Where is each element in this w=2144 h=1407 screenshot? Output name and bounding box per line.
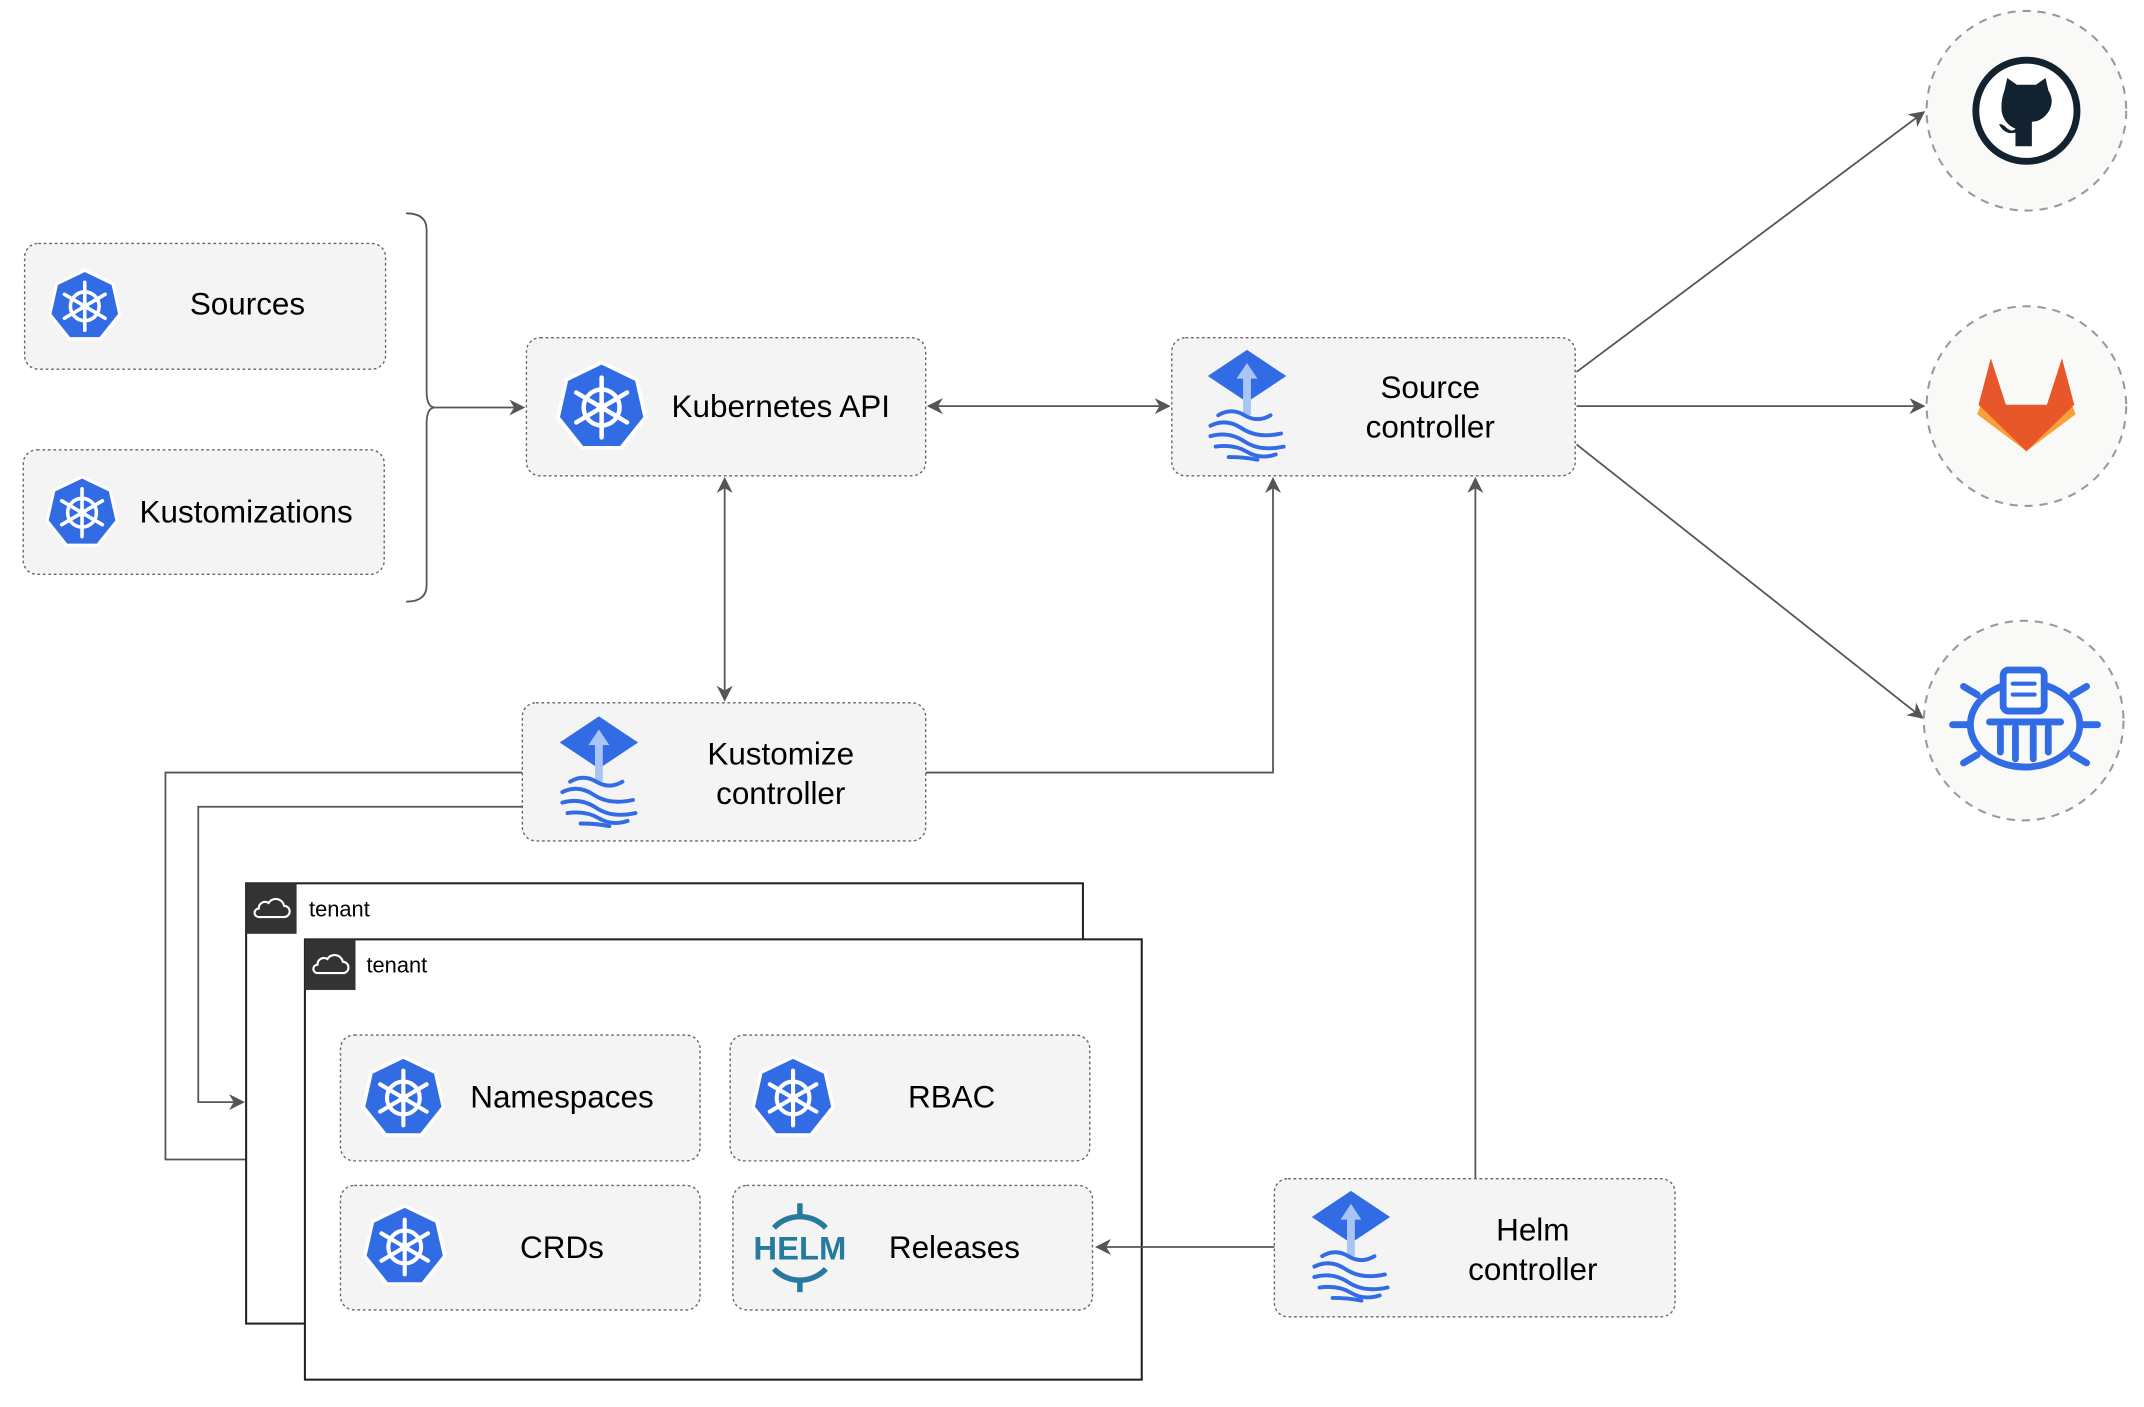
node-namespaces[interactable]: Namespaces — [339, 1034, 701, 1162]
tenant-label: tenant — [309, 896, 370, 921]
kustomizations-label: Kustomizations — [140, 494, 353, 529]
helm-icon: HELM — [753, 1203, 846, 1293]
github-node[interactable] — [1925, 9, 2128, 212]
arrow-kustomize-to-tenant-back — [197, 805, 523, 1111]
helm-controller-label-line2: controller — [1468, 1252, 1597, 1287]
node-rbac[interactable]: RBAC — [729, 1034, 1091, 1162]
node-crds[interactable]: CRDs — [339, 1184, 701, 1311]
gitlab-node[interactable] — [1925, 305, 2128, 507]
kustomize-controller-label-line1: Kustomize — [707, 736, 854, 771]
node-kubernetes-api[interactable]: Kubernetes API — [525, 337, 927, 477]
kubernetes-icon — [45, 475, 119, 547]
node-releases[interactable]: HELM Releases — [732, 1184, 1094, 1311]
tenant-label: tenant — [366, 952, 427, 977]
bucket-icon — [1949, 666, 2101, 771]
arrow-to-github — [1576, 111, 1926, 373]
kustomize-controller-label-line2: controller — [716, 776, 845, 811]
helm-controller-label-line1: Helm — [1496, 1212, 1569, 1247]
kubernetes-icon — [753, 1057, 833, 1135]
releases-label: Releases — [889, 1230, 1020, 1265]
crds-label: CRDs — [520, 1230, 604, 1265]
brace — [406, 212, 435, 603]
gitlab-icon — [1977, 358, 2076, 452]
node-source-controller[interactable]: Source controller — [1171, 337, 1576, 477]
arrow-kustomize-to-source — [925, 476, 1281, 774]
cloud-icon — [304, 939, 356, 990]
node-kustomizations[interactable]: Kustomizations — [22, 449, 385, 575]
namespaces-label: Namespaces — [470, 1080, 653, 1115]
source-controller-label-line2: controller — [1366, 410, 1495, 445]
node-helm-controller[interactable]: Helm controller — [1273, 1177, 1676, 1318]
helm-logo-text: HELM — [753, 1229, 846, 1266]
source-controller-label-line1: Source — [1380, 370, 1480, 405]
cloud-icon — [246, 883, 297, 934]
bucket-node[interactable] — [1922, 619, 2125, 822]
arrow-to-bucket — [1575, 443, 1924, 719]
node-sources[interactable]: Sources — [23, 242, 387, 370]
sources-label: Sources — [190, 287, 305, 322]
kubernetes-icon — [365, 1206, 445, 1284]
kubernetes-icon — [363, 1057, 443, 1135]
node-kustomize-controller[interactable]: Kustomize controller — [521, 702, 927, 842]
kubernetes-api-label: Kubernetes API — [672, 389, 890, 424]
kubernetes-icon — [558, 363, 645, 448]
kubernetes-icon — [48, 268, 122, 341]
arrow-kustomize-to-tenant-front — [164, 771, 523, 1168]
rbac-label: RBAC — [908, 1080, 995, 1115]
github-icon — [1972, 56, 2081, 165]
